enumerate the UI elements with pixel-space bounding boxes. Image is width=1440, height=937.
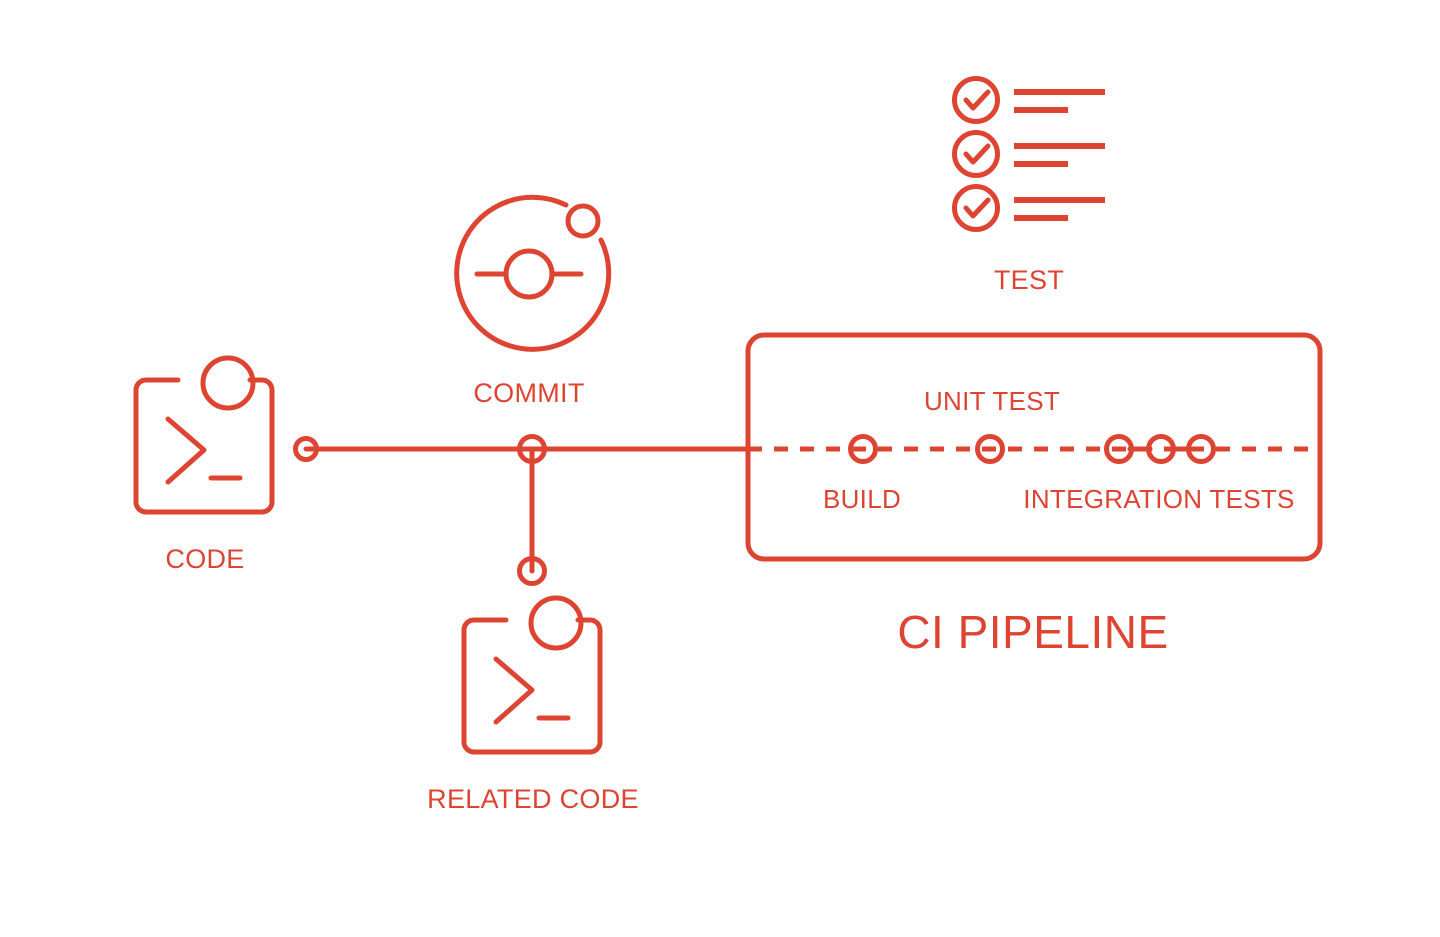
related-code-document-icon bbox=[461, 617, 603, 755]
integration-tests-label: INTEGRATION TESTS bbox=[1023, 484, 1294, 514]
check-mark-icon bbox=[963, 197, 991, 219]
check-mark-icon bbox=[963, 89, 991, 111]
node-code[interactable]: CODE bbox=[133, 355, 319, 574]
commit-label: COMMIT bbox=[473, 378, 584, 408]
integration-stage-dot-2[interactable] bbox=[1146, 434, 1176, 464]
check-circle-icon bbox=[952, 130, 1000, 178]
check-circle-icon bbox=[952, 76, 1000, 124]
build-label: BUILD bbox=[823, 484, 901, 514]
node-commit[interactable]: COMMIT bbox=[454, 194, 612, 464]
related-code-badge-icon bbox=[528, 595, 584, 651]
code-badge-icon bbox=[200, 355, 256, 411]
related-code-prompt-chevron-icon bbox=[493, 656, 535, 725]
pipeline-box bbox=[745, 332, 1323, 562]
test-label: TEST bbox=[994, 265, 1064, 295]
commit-rail-dot[interactable] bbox=[517, 434, 547, 464]
code-label: CODE bbox=[165, 544, 244, 574]
build-stage-dot[interactable] bbox=[848, 434, 878, 464]
node-related-code[interactable]: RELATED CODE bbox=[427, 556, 639, 815]
commit-orbit-arc-icon bbox=[454, 194, 612, 352]
unit-test-stage-dot[interactable] bbox=[975, 434, 1005, 464]
commit-inner-circle-icon bbox=[503, 248, 555, 300]
checklist-item bbox=[952, 184, 1105, 232]
code-rail-dot[interactable] bbox=[293, 436, 319, 462]
pipeline-box-group[interactable]: UNIT TEST BUILD INTEGRATION TESTS bbox=[745, 332, 1323, 562]
unit-test-label: UNIT TEST bbox=[924, 386, 1060, 416]
related-code-label: RELATED CODE bbox=[427, 784, 639, 814]
checklist-item bbox=[952, 76, 1105, 124]
code-prompt-chevron-icon bbox=[165, 416, 207, 485]
node-test[interactable]: TEST bbox=[952, 76, 1106, 296]
commit-orbit-dot-icon bbox=[565, 203, 601, 239]
integration-stage-dot-3[interactable] bbox=[1186, 434, 1216, 464]
check-circle-icon bbox=[952, 184, 1000, 232]
check-mark-icon bbox=[963, 143, 991, 165]
code-document-icon bbox=[133, 377, 275, 515]
related-code-branch-dot[interactable] bbox=[517, 556, 547, 586]
checklist-item bbox=[952, 130, 1105, 178]
page-title: CI PIPELINE bbox=[897, 606, 1168, 658]
integration-stage-dot-1[interactable] bbox=[1104, 434, 1134, 464]
